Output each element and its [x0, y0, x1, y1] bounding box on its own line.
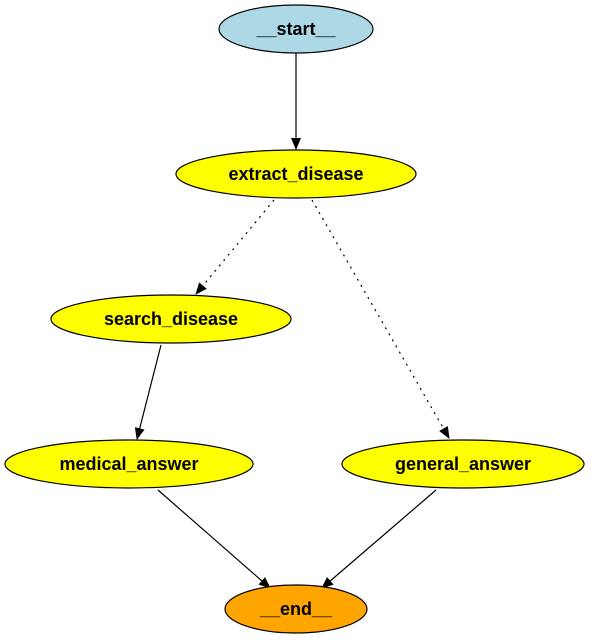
edge-general_answer-to-end: [321, 489, 437, 589]
node-end[interactable]: __end__: [224, 584, 368, 634]
node-shape-search_disease: [50, 294, 292, 344]
edge-extract_disease-to-general_answer: [311, 199, 450, 439]
node-medical_answer[interactable]: medical_answer: [4, 439, 254, 489]
edge-medical_answer-to-end: [157, 489, 271, 589]
node-shape-end: [224, 584, 368, 634]
node-shape-general_answer: [341, 439, 585, 489]
node-general_answer[interactable]: general_answer: [341, 439, 585, 489]
node-shape-extract_disease: [175, 149, 417, 199]
node-extract_disease[interactable]: extract_disease: [175, 149, 417, 199]
edge-extract_disease-to-search_disease: [195, 199, 275, 295]
node-label-start: __start__: [255, 19, 336, 39]
edge-search_disease-to-medical_answer: [134, 344, 162, 440]
node-label-extract_disease: extract_disease: [228, 164, 363, 184]
edges-layer: [134, 53, 450, 589]
nodes-layer: __start__ extract_disease search_diseaseme…: [4, 4, 585, 634]
node-label-search_disease: search_disease: [104, 309, 238, 329]
node-label-general_answer: general_answer: [395, 454, 531, 474]
node-shape-start: [218, 4, 374, 54]
node-label-end: __end__: [259, 599, 333, 619]
node-shape-medical_answer: [4, 439, 254, 489]
node-label-medical_answer: medical_answer: [59, 454, 198, 474]
node-search_disease[interactable]: search_disease: [50, 294, 292, 344]
node-start[interactable]: __start__: [218, 4, 374, 54]
